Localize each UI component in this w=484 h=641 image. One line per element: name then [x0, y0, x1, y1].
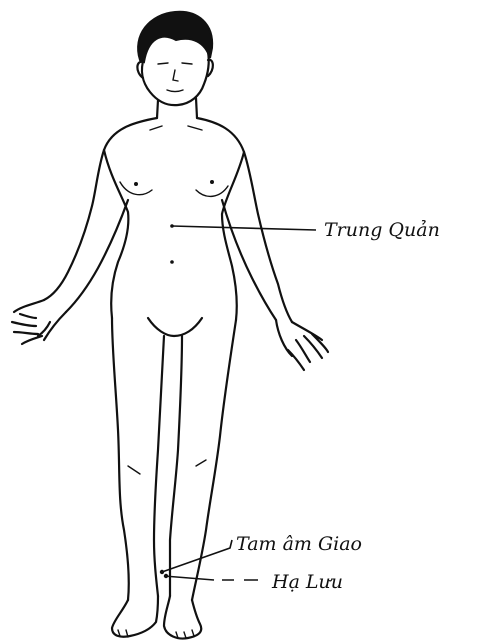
left-knee [128, 466, 140, 474]
tam-am-giao-leader [162, 540, 232, 572]
right-hand [276, 320, 328, 370]
right-breast [196, 186, 228, 196]
left-nipple [134, 182, 138, 186]
trung-quan-point [170, 224, 174, 228]
torso-left [104, 150, 128, 318]
neck-right [196, 98, 197, 118]
left-leg-inner [154, 336, 164, 596]
ha-luu-leader [164, 576, 258, 580]
left-leg-outer [112, 318, 129, 600]
label-trung-quan: Trung Quản [324, 219, 440, 241]
label-ha-luu: Hạ Lưu [271, 571, 343, 593]
mouth [167, 90, 183, 92]
right-leg-inner [170, 336, 182, 596]
right-leg-outer [192, 320, 236, 600]
label-tam-am-giao: Tam âm Giao [236, 533, 362, 555]
neck-left [157, 100, 158, 118]
tam-am-giao-point [160, 570, 164, 574]
right-eye [182, 63, 192, 64]
groin [148, 318, 202, 336]
hair [138, 12, 212, 62]
right-nipple [210, 180, 214, 184]
left-shoulder-arm [44, 118, 157, 300]
acupoint-markers [160, 224, 316, 580]
right-foot [164, 596, 201, 639]
nose [173, 70, 178, 81]
left-eye [158, 63, 168, 64]
collarbone [150, 126, 202, 130]
face-outline [142, 52, 209, 105]
right-shoulder-arm [197, 118, 292, 322]
ha-luu-point [164, 574, 168, 578]
left-hand [12, 300, 66, 344]
trung-quan-leader [172, 226, 316, 230]
right-knee [196, 460, 206, 466]
navel [170, 260, 174, 264]
